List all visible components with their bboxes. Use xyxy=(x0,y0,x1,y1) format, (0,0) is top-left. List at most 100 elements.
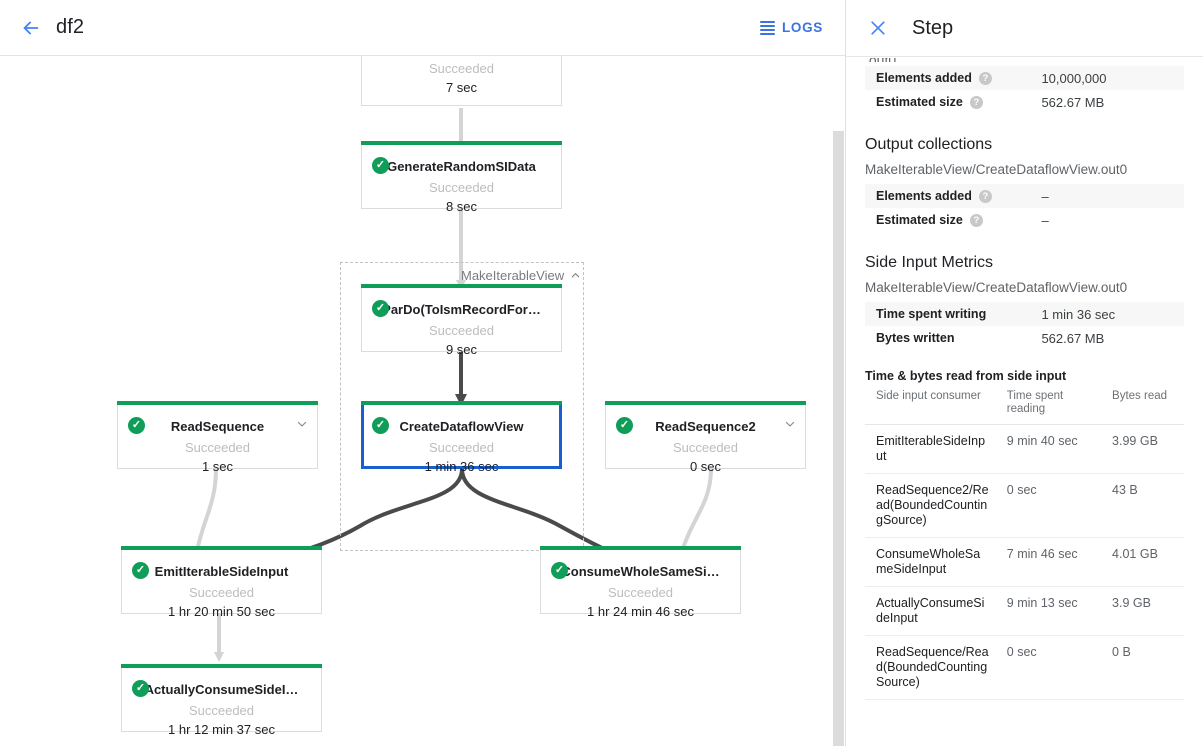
job-graph-canvas[interactable]: MakeIterableView Succeeded 7 sec ✓ Gener… xyxy=(0,56,845,746)
node-time: 1 min 36 sec xyxy=(424,459,499,474)
success-check-icon: ✓ xyxy=(132,562,149,579)
node-status-bar xyxy=(361,284,562,288)
node-status: Succeeded xyxy=(188,703,255,718)
node-title: GenerateRandomSIData xyxy=(387,159,536,174)
table-row: ConsumeWholeSameSideInput 7 min 46 sec 4… xyxy=(865,537,1184,587)
help-icon[interactable]: ? xyxy=(978,72,992,85)
node-status-bar xyxy=(121,664,322,668)
chevron-down-icon[interactable] xyxy=(296,418,308,430)
graph-vertical-scrollbar[interactable] xyxy=(832,131,845,746)
metric-label: Estimated size xyxy=(876,213,963,227)
cell-time: 7 min 46 sec xyxy=(995,537,1102,587)
success-check-icon: ✓ xyxy=(132,680,149,697)
cell-consumer: ConsumeWholeSameSideInput xyxy=(865,537,996,587)
clipped-collection-name: .out0 xyxy=(865,58,1184,62)
cell-bytes: 4.01 GB xyxy=(1101,537,1184,587)
side-input-collection-name: MakeIterableView/CreateDataflowView.out0 xyxy=(865,280,1128,295)
help-icon[interactable]: ? xyxy=(969,214,983,227)
column-header-time: Time spent reading xyxy=(995,385,1102,425)
cell-bytes: 3.9 GB xyxy=(1101,586,1184,636)
cell-consumer: ActuallyConsumeSideInput xyxy=(865,586,996,636)
cell-time: 0 sec xyxy=(995,473,1102,538)
table-row: Estimated size? 562.67 MB xyxy=(865,90,1184,114)
metric-label: Elements added xyxy=(876,71,972,85)
success-check-icon: ✓ xyxy=(372,300,389,317)
graph-node-generate-random-sidata[interactable]: ✓ GenerateRandomSIData Succeeded 8 sec xyxy=(361,141,562,214)
success-check-icon: ✓ xyxy=(551,562,568,579)
node-status: Succeeded xyxy=(428,323,495,338)
graph-node-top-cutoff[interactable]: Succeeded 7 sec xyxy=(361,56,562,106)
metric-value: 562.67 MB xyxy=(1041,330,1105,346)
success-check-icon: ✓ xyxy=(128,417,145,434)
logs-button[interactable]: LOGS xyxy=(759,20,823,35)
back-arrow-icon[interactable] xyxy=(14,11,48,45)
metric-label: Estimated size xyxy=(876,95,963,109)
metric-label: Elements added xyxy=(876,189,972,203)
node-time: 7 sec xyxy=(445,80,478,95)
table-row: ReadSequence/Read(BoundedCountingSource)… xyxy=(865,635,1184,700)
help-icon[interactable]: ? xyxy=(978,190,992,203)
logs-button-label: LOGS xyxy=(781,20,823,35)
cell-time: 9 min 40 sec xyxy=(995,424,1102,474)
node-time: 9 sec xyxy=(445,342,478,357)
table-row: Bytes written 562.67 MB xyxy=(865,326,1184,350)
side-input-metrics-heading: Side Input Metrics xyxy=(865,254,994,271)
node-title: ParDo(ToIsmRecordFor… xyxy=(382,302,541,317)
success-check-icon: ✓ xyxy=(372,417,389,434)
composite-group-makeiterableview[interactable] xyxy=(340,262,584,551)
metric-value: 1 min 36 sec xyxy=(1041,306,1116,322)
side-input-read-table-title: Time & bytes read from side input xyxy=(865,369,1067,383)
graph-node-emit-iterable-sideinput[interactable]: ✓ EmitIterableSideInput Succeeded 1 hr 2… xyxy=(121,546,322,619)
metric-label: Bytes written xyxy=(876,331,955,345)
column-header-consumer: Side input consumer xyxy=(865,385,996,425)
side-input-write-metrics-table: Time spent writing 1 min 36 sec Bytes wr… xyxy=(865,302,1184,350)
chevron-up-icon[interactable] xyxy=(570,270,581,281)
graph-scrollbar-thumb[interactable] xyxy=(833,131,844,746)
node-title: ReadSequence xyxy=(170,419,265,434)
cell-time: 9 min 13 sec xyxy=(995,586,1102,636)
table-row: EmitIterableSideInput 9 min 40 sec 3.99 … xyxy=(865,424,1184,474)
graph-node-read-sequence-2[interactable]: ✓ ReadSequence2 Succeeded 0 sec xyxy=(605,401,806,474)
composite-group-name: MakeIterableView xyxy=(461,268,565,283)
graph-node-pardo-toismrecordfor[interactable]: ✓ ParDo(ToIsmRecordFor… Succeeded 9 sec xyxy=(361,284,562,357)
graph-node-actually-consume-sideinput[interactable]: ✓ ActuallyConsumeSideI… Succeeded 1 hr 1… xyxy=(121,664,322,737)
metric-value: 562.67 MB xyxy=(1041,94,1105,110)
input-metrics-table: Elements added? 10,000,000 Estimated siz… xyxy=(865,66,1184,114)
node-status: Succeeded xyxy=(607,585,674,600)
node-status: Succeeded xyxy=(188,585,255,600)
side-input-read-table: Side input consumer Time spent reading B… xyxy=(865,385,1184,700)
node-title: EmitIterableSideInput xyxy=(154,564,289,579)
graph-node-create-dataflow-view[interactable]: ✓ CreateDataflowView Succeeded 1 min 36 … xyxy=(361,401,562,474)
node-status-bar xyxy=(605,401,806,405)
column-header-bytes: Bytes read xyxy=(1101,385,1184,425)
chevron-down-icon[interactable] xyxy=(784,418,796,430)
cell-time: 0 sec xyxy=(995,635,1102,700)
composite-group-label[interactable]: MakeIterableView xyxy=(461,268,581,283)
metric-label: Time spent writing xyxy=(876,307,987,321)
table-row: Estimated size? – xyxy=(865,208,1184,232)
table-row: Elements added? 10,000,000 xyxy=(865,66,1184,90)
step-panel-body[interactable]: .out0 Elements added? 10,000,000 Estimat… xyxy=(846,58,1203,746)
graph-node-read-sequence[interactable]: ✓ ReadSequence Succeeded 1 sec xyxy=(117,401,318,474)
graph-pane: df2 LOGS xyxy=(0,11,845,746)
graph-node-consume-whole-same-sideinput[interactable]: ✓ ConsumeWholeSameSi… Succeeded 1 hr 24 … xyxy=(540,546,741,619)
node-status: Succeeded xyxy=(428,440,495,455)
close-icon[interactable] xyxy=(864,14,892,42)
node-time: 0 sec xyxy=(689,459,722,474)
cell-bytes: 3.99 GB xyxy=(1101,424,1184,474)
step-panel-title: Step xyxy=(912,16,954,39)
node-status-bar xyxy=(117,401,318,405)
cell-consumer: ReadSequence/Read(BoundedCountingSource) xyxy=(865,635,996,700)
node-status: Succeeded xyxy=(428,180,495,195)
help-icon[interactable]: ? xyxy=(969,96,983,109)
metric-value: – xyxy=(1041,212,1049,228)
table-row: Elements added? – xyxy=(865,184,1184,208)
cell-bytes: 0 B xyxy=(1101,635,1184,700)
output-metrics-table: Elements added? – Estimated size? – xyxy=(865,184,1184,232)
list-lines-icon xyxy=(759,20,775,35)
node-time: 1 hr 12 min 37 sec xyxy=(168,722,275,737)
success-check-icon: ✓ xyxy=(372,157,389,174)
step-details-panel: Step .out0 Elements added? 10,000,000 Es… xyxy=(845,0,1203,746)
node-status: Succeeded xyxy=(672,440,739,455)
